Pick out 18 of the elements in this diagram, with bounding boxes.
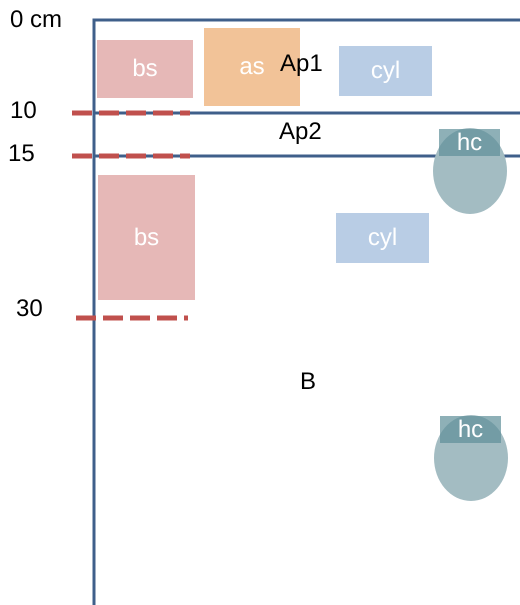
sample-label: as <box>239 55 265 79</box>
sample-label: hc <box>458 418 484 442</box>
sample-box <box>97 40 193 98</box>
sample-label: cyl <box>368 226 398 250</box>
depth-label: 15 <box>8 142 35 166</box>
horizon-label: Ap2 <box>279 120 322 144</box>
sample-box <box>336 213 429 263</box>
sample-label: bs <box>132 57 158 81</box>
sample-box <box>339 46 432 96</box>
horizon-label: Ap1 <box>280 52 323 76</box>
depth-label: 10 <box>10 99 37 123</box>
sample-label: hc <box>456 130 482 154</box>
sample-box <box>98 175 195 300</box>
sample-label: cyl <box>370 59 400 83</box>
sample-label: bs <box>134 226 160 250</box>
depth-label: 0 cm <box>10 8 62 32</box>
horizon-label: B <box>300 370 316 394</box>
depth-label: 30 <box>16 297 43 321</box>
